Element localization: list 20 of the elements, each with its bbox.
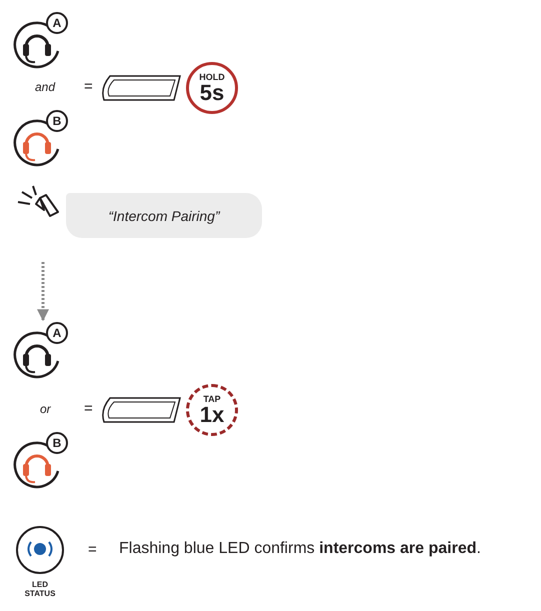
action-label: TAP <box>203 394 221 404</box>
led-indicator <box>16 526 64 574</box>
action-label: HOLD <box>199 72 225 82</box>
status-description: Flashing blue LED confirms intercoms are paired. <box>119 540 481 558</box>
user-badge: B <box>46 110 68 132</box>
tap-badge <box>186 384 238 436</box>
user-badge: A <box>46 12 68 34</box>
user-badge: A <box>46 322 68 344</box>
voice-prompt: “Intercom Pairing” <box>108 208 220 224</box>
equals-sign: = <box>84 78 93 95</box>
equals-sign: = <box>88 541 97 558</box>
user-badge: B <box>46 432 68 454</box>
count-label: 5s <box>200 82 224 104</box>
flow-arrow <box>37 262 49 322</box>
led-status-caption: LED STATUS <box>24 580 56 598</box>
equals-sign: = <box>84 400 93 417</box>
count-label: 1x <box>200 404 224 426</box>
hold-badge <box>186 62 238 114</box>
conjunction-label: or <box>40 402 51 416</box>
conjunction-label: and <box>35 80 56 94</box>
